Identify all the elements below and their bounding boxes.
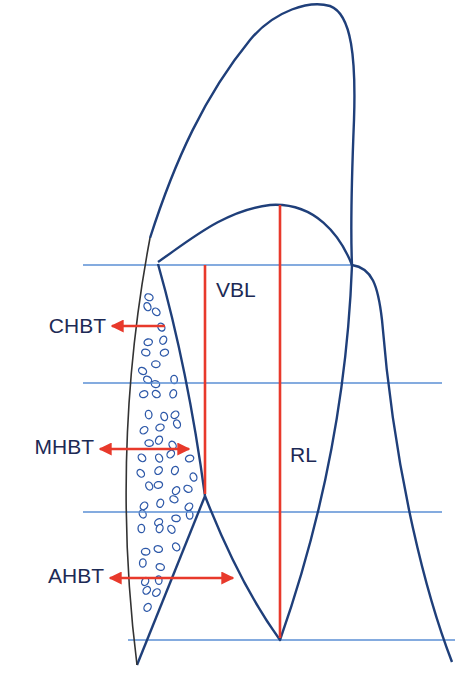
bone-trabecula	[165, 449, 176, 460]
bone-trabecula	[189, 472, 198, 482]
bone-trabecula	[151, 389, 162, 399]
bone-trabecula	[137, 366, 148, 376]
mhbt-label: MHBT	[35, 435, 95, 458]
bone-trabecula	[145, 410, 153, 419]
bone-trabecula	[166, 524, 176, 535]
bone-trabecula	[151, 380, 161, 389]
bone-trabecula	[151, 587, 162, 598]
bone-trabecula	[170, 465, 179, 475]
bone-trabecula	[154, 435, 164, 446]
bone-trabecula	[160, 412, 169, 422]
rl-label: RL	[290, 443, 317, 466]
bone-trabecula	[143, 301, 153, 311]
bone-trabecula	[143, 338, 153, 346]
bone-trabecula	[155, 523, 164, 533]
bone-trabecula	[138, 524, 145, 533]
bone-trabecula	[141, 548, 150, 555]
bone-trabecula	[144, 293, 154, 302]
bone-trabecula	[139, 390, 149, 399]
bone-trabecula	[151, 307, 162, 318]
bone-trabecula	[172, 419, 181, 429]
bone-trabecula	[169, 389, 178, 399]
bone-trabecula	[137, 453, 148, 464]
bone-trabecula	[141, 348, 151, 357]
bone-trabecula	[158, 335, 168, 345]
bone-trabecula	[155, 563, 165, 572]
bone-trabecula	[170, 410, 181, 420]
bone-trabecula	[142, 602, 152, 613]
tooth-outline	[126, 4, 452, 665]
bone-trabecula	[171, 541, 181, 552]
bone-trabecula	[169, 495, 179, 505]
bone-trabecula	[136, 468, 146, 479]
bone-trabecula	[154, 481, 164, 489]
bone-trabecula	[151, 361, 160, 368]
bone-texture	[136, 293, 199, 613]
bone-trabecula	[155, 423, 165, 432]
bone-trabecula	[144, 481, 154, 491]
measure-lines	[100, 205, 280, 638]
bone-trabecula	[139, 425, 150, 435]
bone-trabecula	[171, 485, 181, 496]
bone-trabecula	[171, 514, 180, 522]
bone-trabecula	[138, 509, 148, 519]
chbt-label: CHBT	[49, 314, 106, 337]
bone-trabecula	[139, 501, 150, 512]
bone-trabecula	[145, 439, 154, 446]
bone-trabecula	[141, 585, 151, 596]
bone-trabecula	[159, 348, 169, 357]
bone-trabecula	[183, 484, 193, 493]
bone-trabecula	[153, 465, 164, 476]
bone-trabecula	[156, 498, 165, 508]
vbl-label: VBL	[216, 278, 256, 301]
bone-trabecula	[185, 454, 195, 463]
bone-trabecula	[139, 558, 146, 567]
bone-trabecula	[154, 545, 164, 553]
ahbt-label: AHBT	[48, 564, 104, 587]
bone-trabecula	[154, 453, 164, 464]
